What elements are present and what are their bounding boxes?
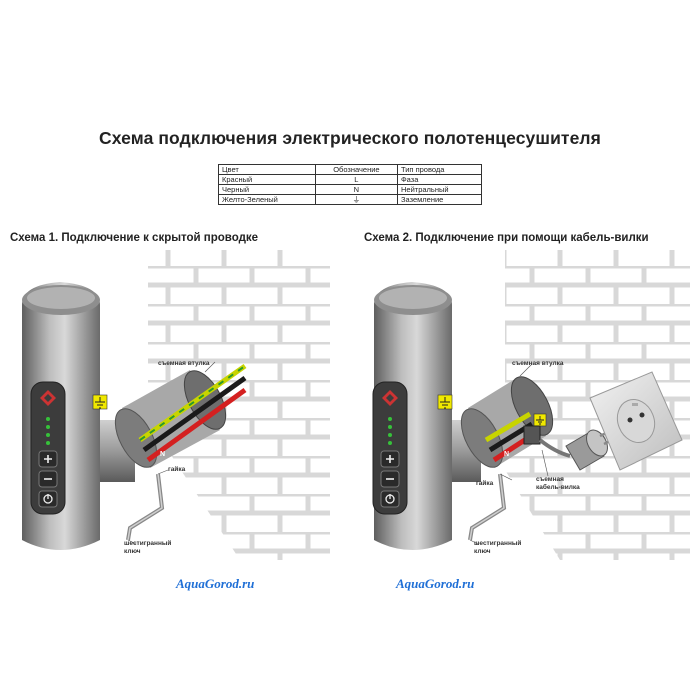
label-plug-line2: кабель-вилка — [536, 484, 580, 491]
label-plug: съемная кабель-вилка — [536, 476, 580, 492]
label-hex-key-line2: ключ — [474, 548, 491, 555]
label-hex-key-line2: ключ — [124, 548, 141, 555]
label-nut: гайка — [168, 466, 186, 473]
label-hex-key-line1: шестигранный — [474, 540, 522, 547]
wire-legend-table: Цвет Обозначение Тип провода Красный L Ф… — [218, 164, 483, 205]
label-plug-line1: съемная — [536, 476, 564, 483]
plus-icon — [380, 450, 400, 468]
label-hex-key: шестигранный ключ — [474, 540, 521, 556]
site-link[interactable]: AquaGorod.ru — [176, 576, 255, 591]
label-hex-key: шестигранный ключ — [124, 540, 171, 556]
scheme1-title: Схема 1. Подключение к скрытой проводке — [10, 232, 259, 244]
label-sleeve: съемная втулка — [512, 360, 564, 367]
logo-icon — [40, 390, 56, 406]
label-nut: гайка — [476, 480, 494, 487]
label-hex-key-line1: шестигранный — [124, 540, 172, 547]
power-icon — [380, 490, 400, 508]
plug — [565, 428, 617, 471]
minus-icon — [38, 470, 58, 488]
minus-icon — [380, 470, 400, 488]
towel-dryer-1: N L — [22, 282, 247, 550]
wire-l-label: L — [496, 467, 501, 474]
scheme2-title: Схема 2. Подключение при помощи кабель-в… — [364, 232, 649, 244]
legend-symbol: ⏚ — [314, 194, 398, 205]
table-row: Желто-Зеленый ⏚ Заземление — [218, 194, 483, 205]
ground-icon — [533, 413, 547, 427]
label-sleeve: съемная втулка — [158, 360, 210, 367]
page-title: Схема подключения электрического полотен… — [99, 128, 601, 148]
legend-type: Заземление — [396, 194, 483, 205]
ground-icon — [92, 394, 108, 410]
site-link[interactable]: AquaGorod.ru — [396, 576, 475, 591]
power-icon — [38, 490, 58, 508]
wire-n-label: N — [504, 451, 509, 458]
wire-n-label: N — [160, 451, 165, 458]
wire-l-label: L — [152, 467, 157, 474]
logo-icon — [382, 390, 398, 406]
wall-socket — [589, 371, 683, 471]
towel-dryer-2: N L — [372, 282, 683, 550]
plus-icon — [38, 450, 58, 468]
ground-icon — [437, 394, 453, 410]
brick-wall-left — [148, 250, 330, 560]
